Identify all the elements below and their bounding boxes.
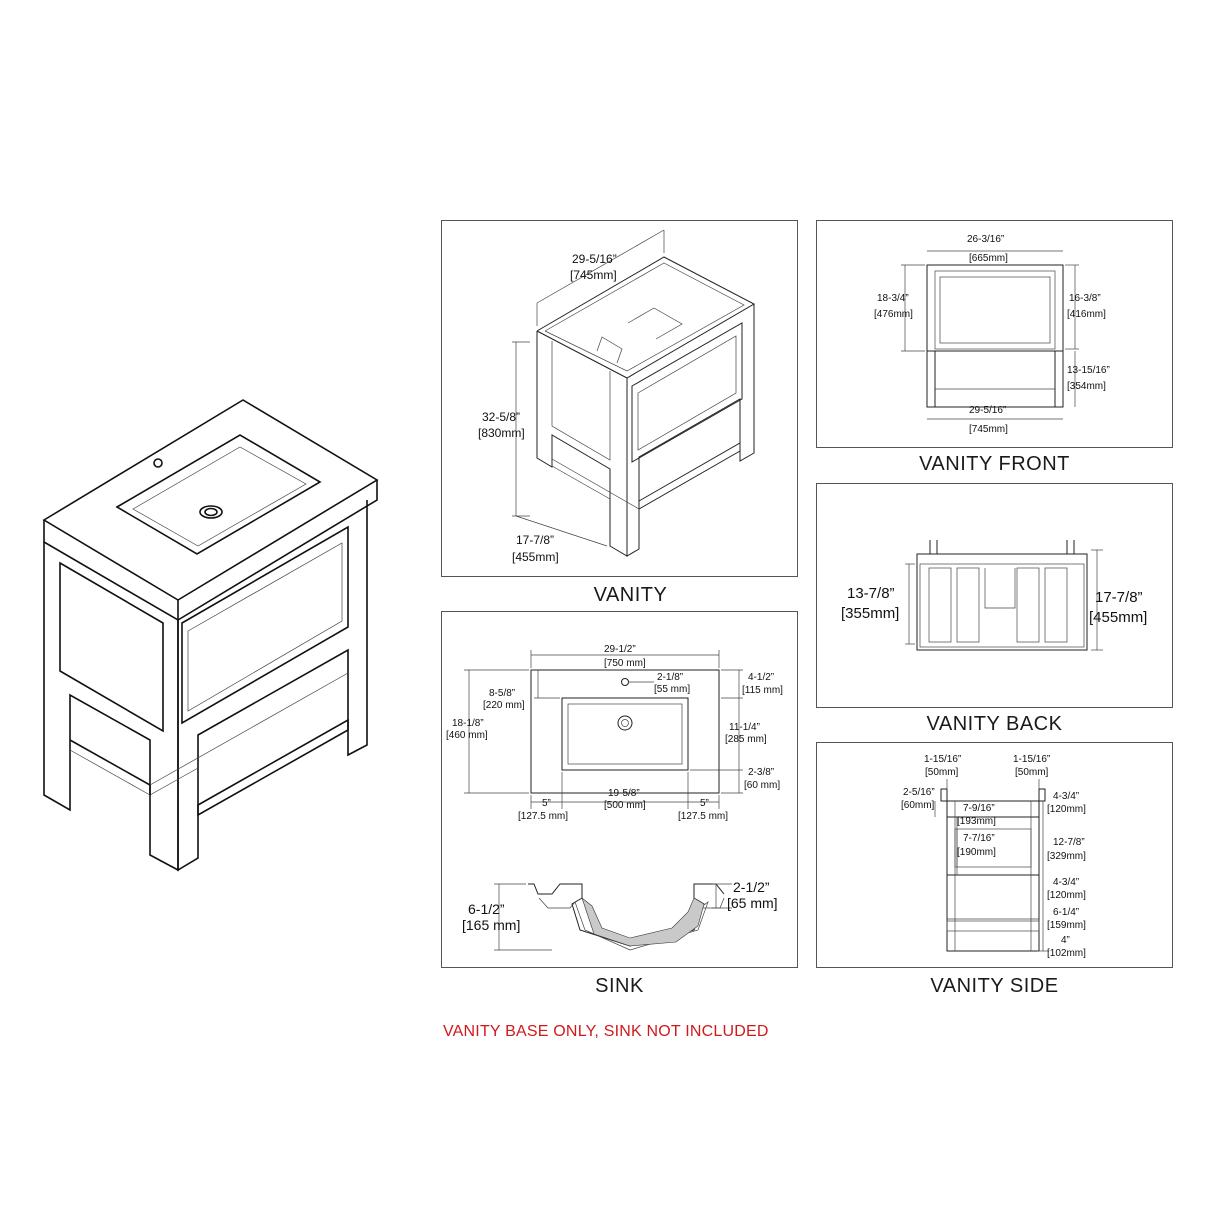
front-left-h: 18-3/4”	[877, 293, 909, 304]
back-right-mm: [455mm]	[1089, 609, 1147, 626]
side-b-mm: [50mm]	[1015, 767, 1049, 778]
side-c: 2-5/16”	[903, 787, 935, 798]
section-rim-mm: [65 mm]	[727, 895, 778, 911]
sink-right-margin: 5”	[700, 798, 709, 809]
sink-basin-depth-mm: [285 mm]	[725, 734, 767, 745]
vanity-height: 32-5/8”	[482, 410, 520, 424]
front-bottom-width-mm: [745mm]	[969, 424, 1008, 435]
vanity-side-panel: 1-15/16” [50mm] 1-15/16” [50mm] 2-5/16” …	[816, 742, 1173, 968]
vanity-back-panel: 13-7/8” [355mm] 17-7/8” [455mm]	[816, 483, 1173, 708]
caption-vanity-back: VANITY BACK	[926, 713, 1063, 735]
vanity-depth-mm: [455mm]	[512, 550, 559, 564]
front-bottom-width: 29-5/16”	[969, 405, 1006, 416]
vanity-panel: 29-5/16” [745mm] 32-5/8” [830mm] 17-7/8”…	[441, 220, 798, 577]
sink-depth-mm: [460 mm]	[446, 730, 488, 741]
side-g: 12-7/8”	[1053, 837, 1085, 848]
sink-top-off: 4-1/2”	[748, 672, 774, 683]
side-h: 4-3/4”	[1053, 877, 1079, 888]
section-rim: 2-1/2”	[733, 879, 770, 895]
side-f: 4-3/4”	[1053, 791, 1079, 802]
sink-width: 29-1/2”	[604, 644, 636, 655]
vanity-illustration	[42, 399, 379, 872]
sink-left-margin-mm: [127.5 mm]	[518, 811, 568, 822]
caption-vanity-front: VANITY FRONT	[919, 453, 1070, 475]
sink-right-margin-mm: [127.5 mm]	[678, 811, 728, 822]
sink-front-off-mm: [60 mm]	[744, 780, 780, 791]
back-right: 17-7/8”	[1095, 589, 1143, 606]
front-top-width: 26-3/16”	[967, 234, 1004, 245]
sink-basin-depth: 11-1/4”	[729, 722, 760, 733]
side-a-mm: [50mm]	[925, 767, 959, 778]
front-lower-h-mm: [354mm]	[1067, 381, 1106, 392]
sink-not-included-note: VANITY BASE ONLY, SINK NOT INCLUDED	[443, 1023, 769, 1040]
vanity-height-mm: [830mm]	[478, 426, 525, 440]
side-e-mm: [190mm]	[957, 847, 996, 858]
sink-basin-off-mm: [220 mm]	[483, 700, 525, 711]
caption-vanity: VANITY	[593, 584, 668, 606]
side-b: 1-15/16”	[1013, 754, 1050, 765]
sink-depth: 18-1/8”	[452, 718, 484, 729]
side-g-mm: [329mm]	[1047, 851, 1086, 862]
section-total-mm: [165 mm]	[462, 917, 520, 933]
sink-basin-width-mm: [500 mm]	[604, 800, 646, 811]
side-d-mm: [193mm]	[957, 816, 996, 827]
side-f-mm: [120mm]	[1047, 804, 1086, 815]
front-lower-h: 13-15/16”	[1067, 365, 1110, 376]
caption-sink: SINK	[595, 975, 644, 997]
side-e: 7-7/16”	[963, 833, 995, 844]
sink-left-margin: 5”	[542, 798, 551, 809]
back-left-mm: [355mm]	[841, 605, 899, 622]
side-i: 6-1/4”	[1053, 907, 1079, 918]
vanity-front-panel: 26-3/16” [665mm] 18-3/4” [476mm] 16-3/8”…	[816, 220, 1173, 448]
vanity-width-mm: [745mm]	[570, 268, 617, 282]
back-left: 13-7/8”	[847, 585, 895, 602]
sink-hole-mm: [55 mm]	[654, 684, 690, 695]
side-h-mm: [120mm]	[1047, 890, 1086, 901]
sink-panel: 29-1/2” [750 mm] 2-1/8” [55 mm] 4-1/2” […	[441, 611, 798, 968]
sink-basin-width: 19-5/8”	[608, 788, 640, 799]
caption-vanity-side: VANITY SIDE	[930, 975, 1059, 997]
side-d: 7-9/16”	[963, 803, 995, 814]
side-c-mm: [60mm]	[901, 800, 935, 811]
front-right-h: 16-3/8”	[1069, 293, 1101, 304]
sink-top-off-mm: [115 mm]	[742, 685, 783, 696]
side-j: 4”	[1061, 935, 1070, 946]
sink-front-off: 2-3/8”	[748, 767, 774, 778]
sink-hole: 2-1/8”	[657, 672, 683, 683]
sink-basin-off: 8-5/8”	[489, 688, 515, 699]
vanity-depth: 17-7/8”	[516, 533, 554, 547]
front-left-h-mm: [476mm]	[874, 309, 913, 320]
vanity-width: 29-5/16”	[572, 252, 617, 266]
sink-width-mm: [750 mm]	[604, 658, 646, 669]
front-right-h-mm: [416mm]	[1067, 309, 1106, 320]
front-top-width-mm: [665mm]	[969, 253, 1008, 264]
side-a: 1-15/16”	[924, 754, 961, 765]
side-j-mm: [102mm]	[1047, 948, 1086, 959]
side-i-mm: [159mm]	[1047, 920, 1086, 931]
section-total: 6-1/2”	[468, 901, 505, 917]
